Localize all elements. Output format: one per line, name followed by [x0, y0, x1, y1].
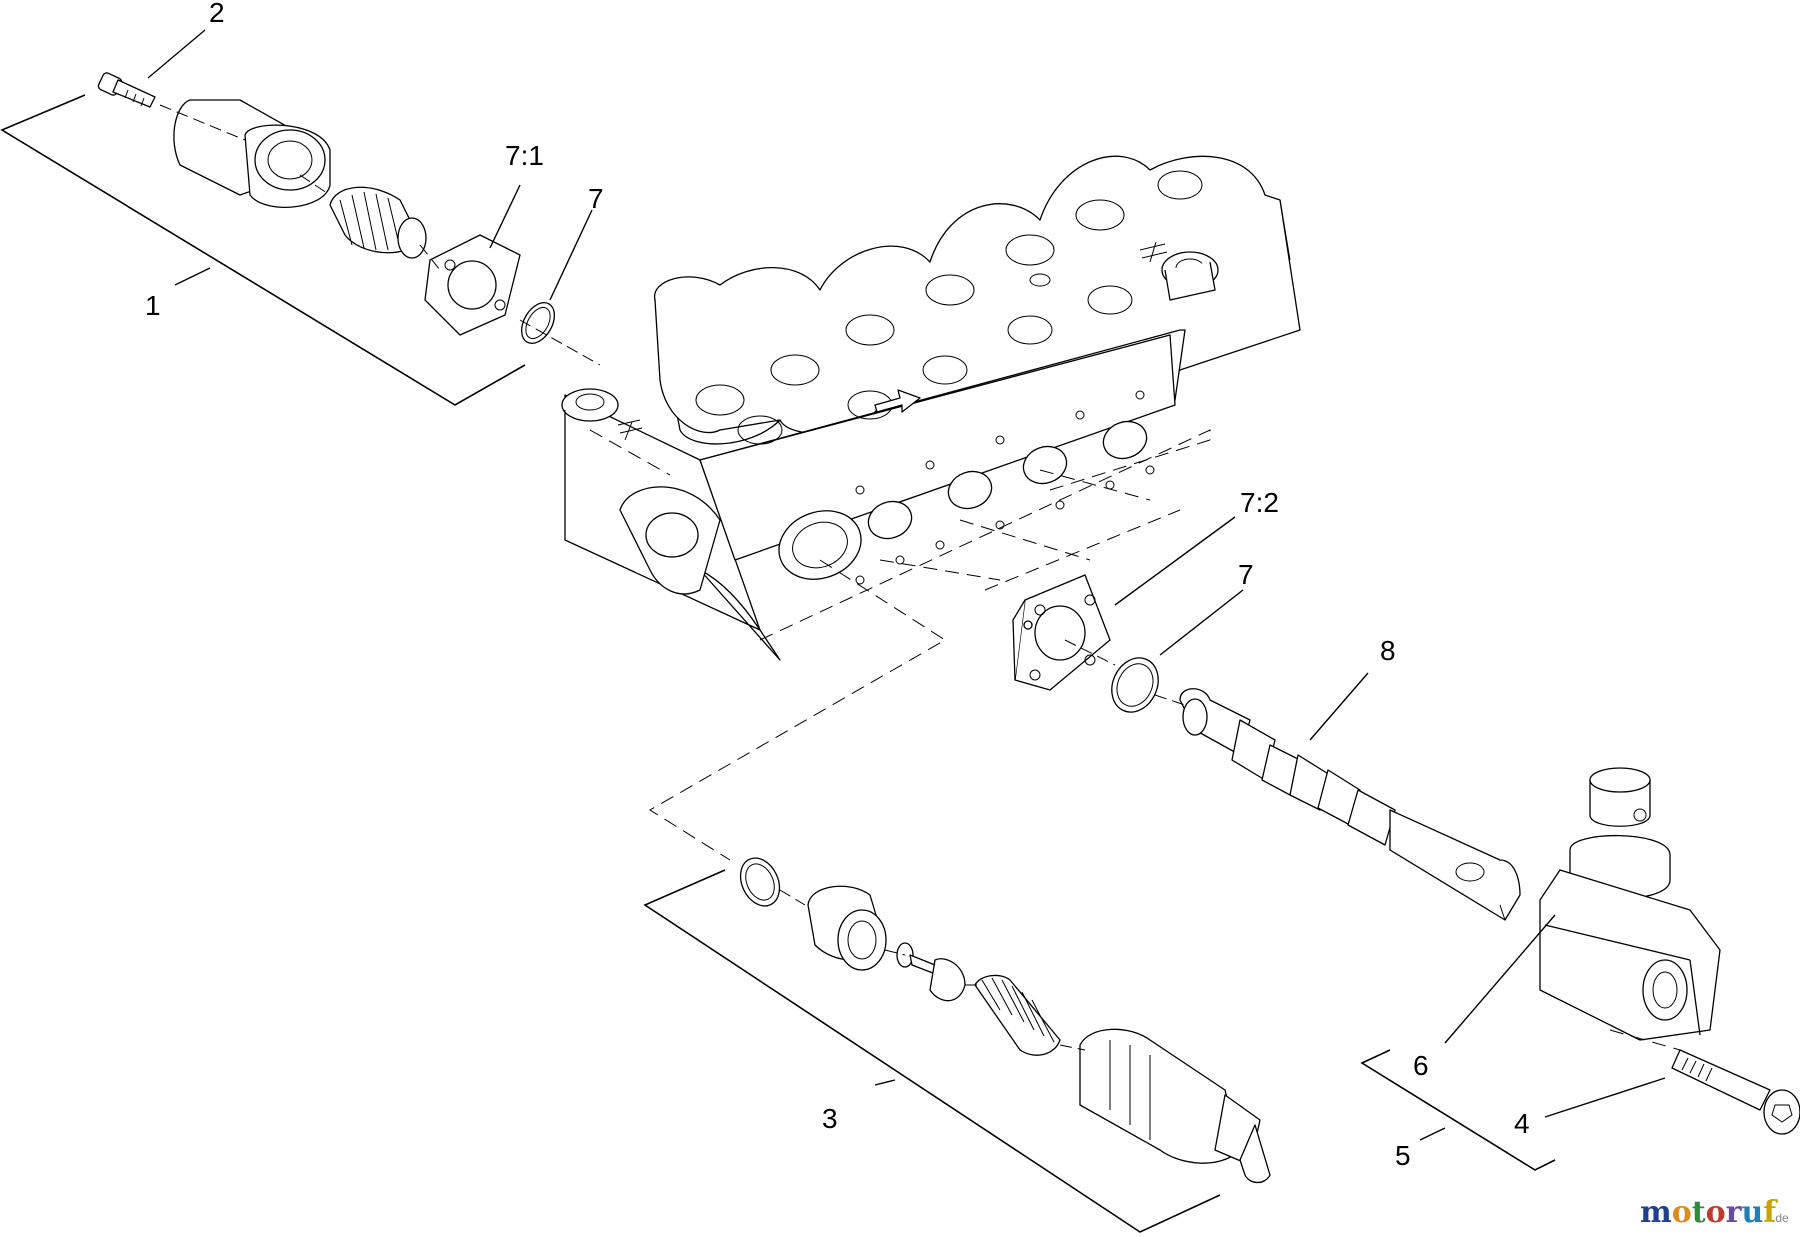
spring-top	[329, 186, 427, 259]
watermark-suffix: .de	[1772, 1211, 1789, 1225]
watermark-letter: r	[1726, 1195, 1743, 1230]
watermark-letter: o	[1706, 1195, 1726, 1230]
solenoid-cap-assembly	[97, 72, 601, 366]
flange-plate-7-2	[1012, 574, 1111, 691]
callout-7-top: 7	[588, 183, 604, 214]
valve-body	[561, 155, 1301, 661]
watermark-letter: u	[1741, 1195, 1763, 1230]
poppet	[896, 942, 966, 1002]
callout-brackets	[0, 94, 1556, 1233]
spool-group	[1012, 574, 1521, 921]
watermark-letter: f	[1763, 1195, 1778, 1230]
callout-7-1: 7:1	[505, 140, 544, 171]
callout-3: 3	[822, 1103, 838, 1134]
o-ring-middle	[1111, 657, 1159, 713]
callout-7-middle: 7	[1238, 559, 1254, 590]
bracket-5	[1360, 1049, 1556, 1171]
flange-plate-7-1	[424, 234, 521, 336]
watermark-letter: t	[1692, 1195, 1706, 1230]
relief-valve-assembly	[739, 857, 1271, 1184]
o-ring-top	[520, 302, 556, 344]
spring-lower	[974, 974, 1061, 1056]
seat	[807, 885, 887, 971]
watermark-letter: m	[1640, 1195, 1672, 1230]
assembly-dashed-lines	[649, 439, 1211, 861]
cap-screw-right	[1671, 1049, 1800, 1135]
watermark-letter: o	[1672, 1195, 1692, 1230]
callout-4: 4	[1514, 1108, 1530, 1139]
adjuster-body	[1079, 1028, 1271, 1184]
callout-labels: 2 1 7:1 7 7:2 7 8 3 6 4 5	[145, 0, 1530, 1171]
callout-5: 5	[1395, 1140, 1411, 1171]
callout-2: 2	[209, 0, 225, 28]
callout-8: 8	[1380, 635, 1396, 666]
bracket-3	[643, 869, 1221, 1233]
spool-8	[1179, 688, 1521, 921]
callout-1: 1	[145, 290, 161, 321]
cap-screw-top	[97, 72, 156, 108]
callout-7-2: 7:2	[1240, 487, 1279, 518]
end-cap	[173, 99, 331, 208]
o-ring-lower	[739, 857, 781, 907]
callout-leaders	[147, 29, 1666, 1141]
bracket-1	[0, 94, 526, 406]
callout-6: 6	[1413, 1050, 1429, 1081]
lever-housing-6	[1539, 767, 1721, 1041]
watermark-logo: motoruf .de	[1640, 1195, 1789, 1230]
watermark-text: motoruf	[1640, 1195, 1778, 1230]
lever-bracket-assembly	[1539, 767, 1800, 1135]
